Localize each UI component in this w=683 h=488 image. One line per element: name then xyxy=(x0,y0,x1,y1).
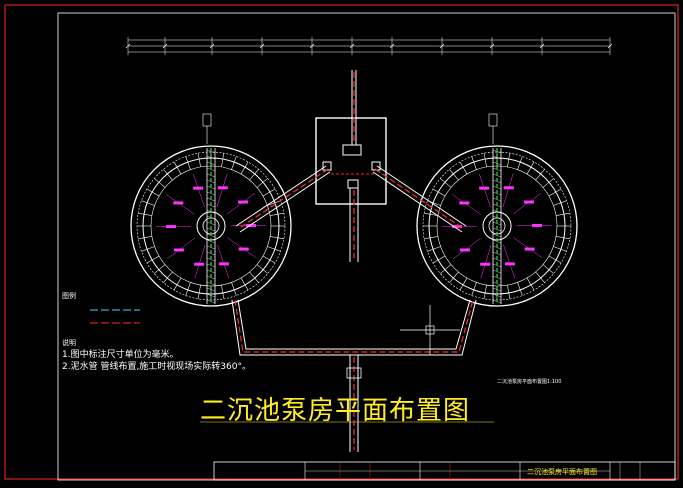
legend-heading: 图例 xyxy=(62,291,76,301)
scale-label: 二沉池泵房平面布置图1:100 xyxy=(497,378,561,385)
pump-house xyxy=(316,118,386,204)
right-clarifier xyxy=(417,114,577,306)
legend-lines xyxy=(90,310,140,323)
titleblock-drawing-name: 二沉池泵房平面布置图 xyxy=(527,467,597,477)
top-dimension-chain xyxy=(126,37,612,55)
inlet-diagonal-pipes xyxy=(236,166,466,232)
crosshair-cursor-icon xyxy=(400,305,460,355)
note-line-2: 2.泥水管 管线布置,施工时视现场实际转360°。 xyxy=(62,359,251,372)
bottom-collection-pipe xyxy=(232,300,476,452)
title-block xyxy=(214,462,675,480)
pump-house-pipes xyxy=(350,70,358,262)
drawing-title: 二沉池泵房平面布置图 xyxy=(200,390,470,427)
